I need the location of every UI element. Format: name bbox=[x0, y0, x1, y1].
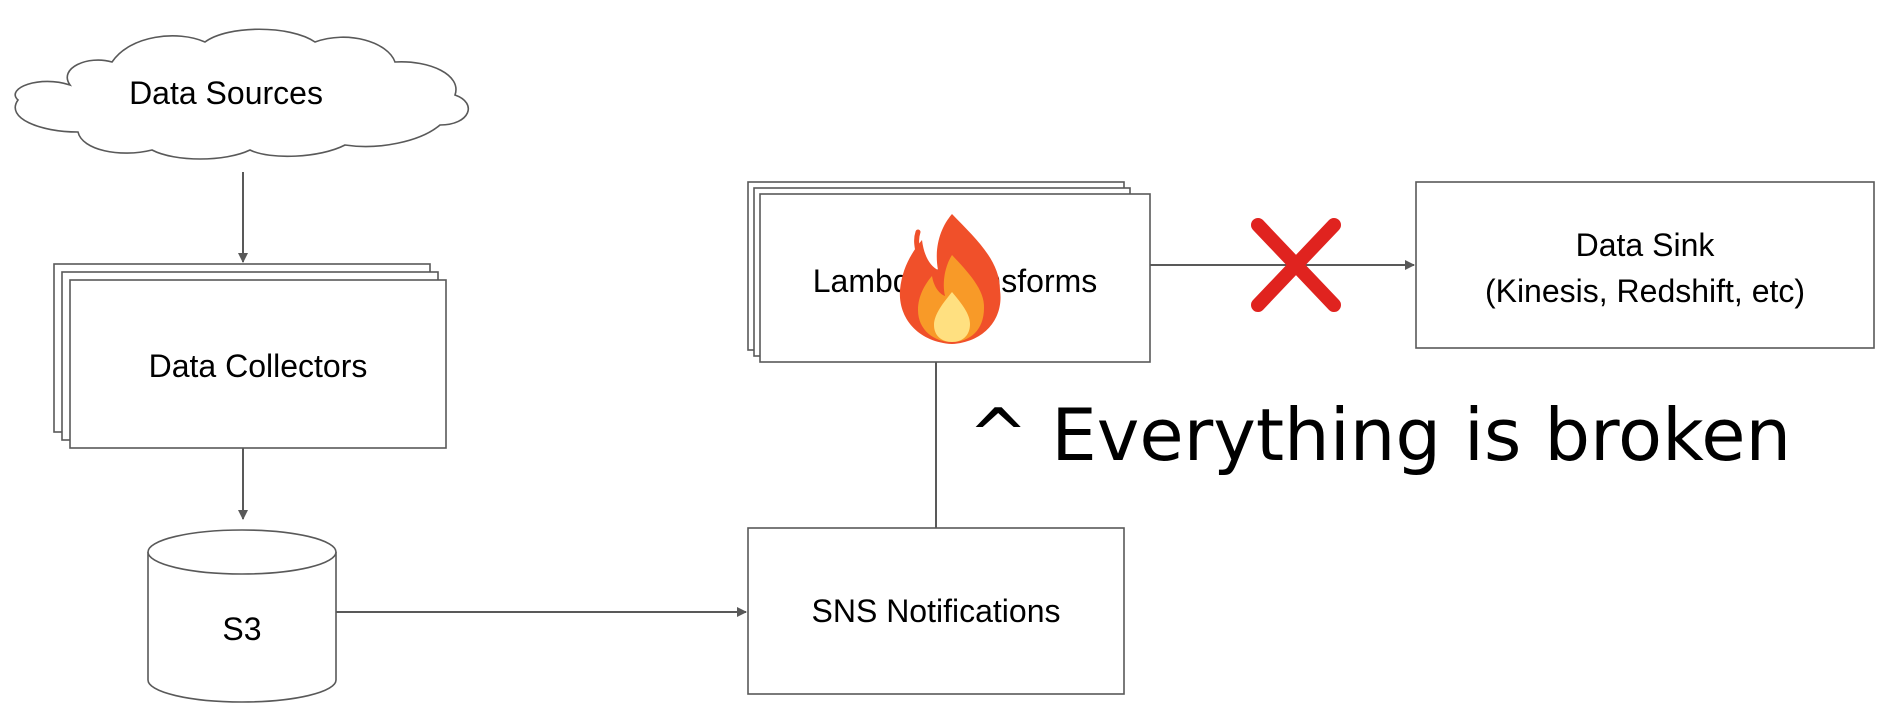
s3-cylinder: S3 bbox=[147, 529, 337, 703]
data-sink-label-line1: Data Sink bbox=[1576, 227, 1716, 263]
data-collectors-stack: Data Collectors bbox=[53, 263, 447, 449]
data-sink-box: Data Sink (Kinesis, Redshift, etc) bbox=[1415, 181, 1875, 349]
error-x-icon bbox=[1251, 218, 1341, 312]
data-sink-label-line2: (Kinesis, Redshift, etc) bbox=[1485, 273, 1805, 309]
data-collectors-label: Data Collectors bbox=[149, 348, 368, 384]
fire-icon bbox=[899, 214, 1001, 344]
sns-notifications-box: SNS Notifications bbox=[747, 527, 1125, 695]
s3-label: S3 bbox=[222, 611, 261, 647]
data-sources-label: Data Sources bbox=[129, 75, 323, 111]
everything-broken-annotation: ^ Everything is broken bbox=[968, 393, 1791, 477]
sns-notifications-label: SNS Notifications bbox=[812, 593, 1061, 629]
data-sources-cloud: Data Sources bbox=[14, 28, 469, 160]
